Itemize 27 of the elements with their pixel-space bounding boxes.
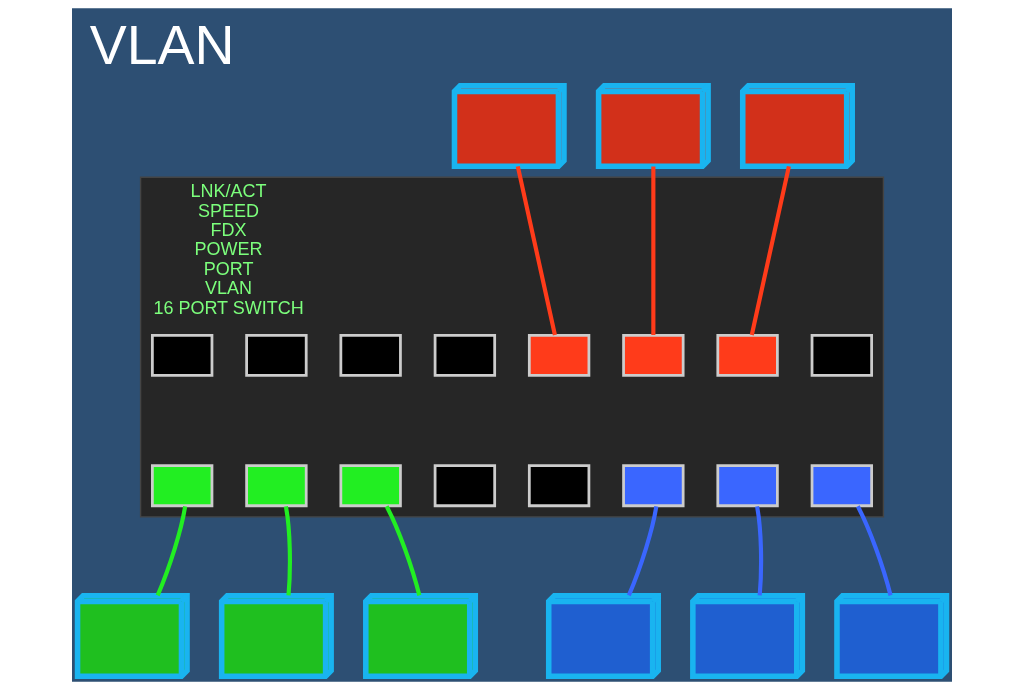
- cluster: LNK/ACT SPEED FDX POWER PORT VLAN 16 PORT SWITCH: [139, 176, 885, 518]
- connector: [515, 165, 557, 336]
- connector: [626, 506, 659, 597]
- node-box: [245, 333, 308, 377]
- node-box: [716, 333, 779, 377]
- node-box: [527, 464, 591, 508]
- node-box: [810, 333, 873, 377]
- node-box: [622, 333, 685, 377]
- connector: [384, 505, 422, 596]
- connector: [283, 506, 292, 596]
- node-box: [339, 464, 402, 508]
- node-box: [151, 333, 214, 377]
- connector: [651, 166, 656, 335]
- node-box: [433, 333, 497, 377]
- connector: [749, 165, 791, 336]
- node-box: [433, 464, 497, 508]
- node-box: [716, 464, 779, 508]
- connector: [855, 505, 893, 596]
- node-box: [527, 333, 591, 377]
- node-box: [245, 464, 308, 508]
- connector: [155, 506, 188, 597]
- diagram-title: VLAN: [89, 13, 235, 76]
- connector: [755, 506, 764, 596]
- node-box: [339, 333, 402, 377]
- node-box: [622, 464, 685, 508]
- node-box: [151, 464, 214, 508]
- node-box: [810, 464, 873, 508]
